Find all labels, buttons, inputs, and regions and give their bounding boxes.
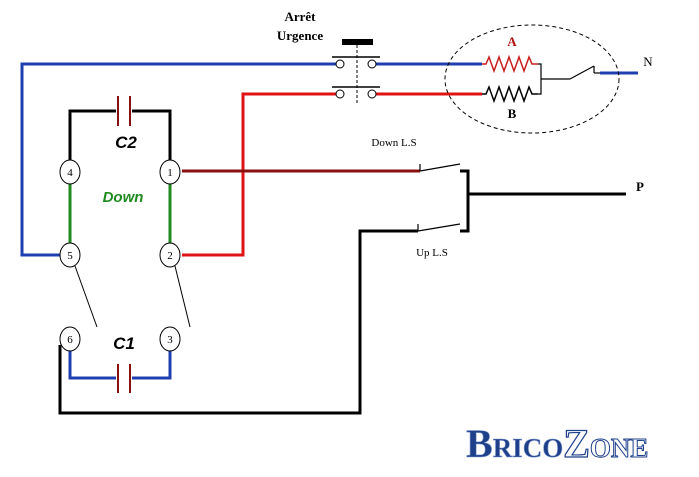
terminal-5-label: 5 <box>67 250 73 262</box>
terminal-6 <box>59 326 81 352</box>
terminal-1-label: 1 <box>167 167 173 179</box>
terminal-4 <box>59 159 81 185</box>
down-limit-switch-label: Down L.S <box>371 137 416 149</box>
winding-junction <box>538 63 542 95</box>
terminal-6-label: 6 <box>67 334 73 346</box>
terminal-2-label: 2 <box>167 250 173 262</box>
up-limit-switch-label: Up L.S <box>416 247 448 259</box>
leader-2 <box>174 265 191 328</box>
ls-common-bar <box>460 169 470 233</box>
resistor-b <box>482 84 538 104</box>
blue-wires <box>20 62 638 380</box>
motor-winding <box>444 24 620 134</box>
emergency-stop-label-line2: Urgence <box>277 28 323 43</box>
emergency-stop-label-line1: Arrêt <box>284 9 316 24</box>
leader-5 <box>74 265 98 328</box>
terminal-4-label: 4 <box>67 167 73 179</box>
resistor-a-label: A <box>507 34 517 49</box>
emergency-stop-switch <box>332 39 380 104</box>
wire-6-to-up-ls <box>58 229 418 415</box>
down-ls-blade <box>419 163 461 172</box>
bricozone-logo: BRICOZONE <box>466 420 649 466</box>
motor-outline <box>444 24 620 134</box>
terminal-3-label: 3 <box>167 334 173 346</box>
terminals <box>59 159 181 352</box>
direction-label: Down <box>103 189 144 206</box>
terminal-1 <box>159 159 181 185</box>
blue-wire-main <box>20 62 336 257</box>
blue-wire-c1-right <box>132 351 172 380</box>
red-wire-2-to-switch <box>182 92 336 257</box>
neutral-label: N <box>643 54 653 69</box>
c2-wire <box>68 109 116 160</box>
capacitor-c1 <box>117 364 131 393</box>
thermal-switch-blade <box>569 65 595 80</box>
resistor-a <box>482 54 538 74</box>
capacitor-c1-label: C1 <box>113 334 135 353</box>
terminal-3 <box>159 326 181 352</box>
blue-wire-c1 <box>68 345 116 380</box>
terminal-numbers: 4 1 5 2 6 3 <box>67 167 173 346</box>
emergency-stop-button <box>342 39 373 45</box>
limit-switch-blades <box>417 163 461 232</box>
capacitor-c2-label: C2 <box>115 133 137 152</box>
green-wires <box>68 184 172 243</box>
logo-wordmark: BRICOZONE <box>466 421 648 466</box>
red-wires <box>182 92 482 257</box>
capacitor-c2 <box>117 96 131 126</box>
leader-lines <box>74 265 191 328</box>
black-wires <box>58 109 626 415</box>
c2-wire-right <box>132 109 172 160</box>
terminal-2 <box>159 242 181 268</box>
phase-label: P <box>636 179 644 194</box>
up-ls-blade <box>417 223 461 232</box>
resistor-b-label: B <box>508 106 517 121</box>
terminal-5 <box>59 242 81 268</box>
